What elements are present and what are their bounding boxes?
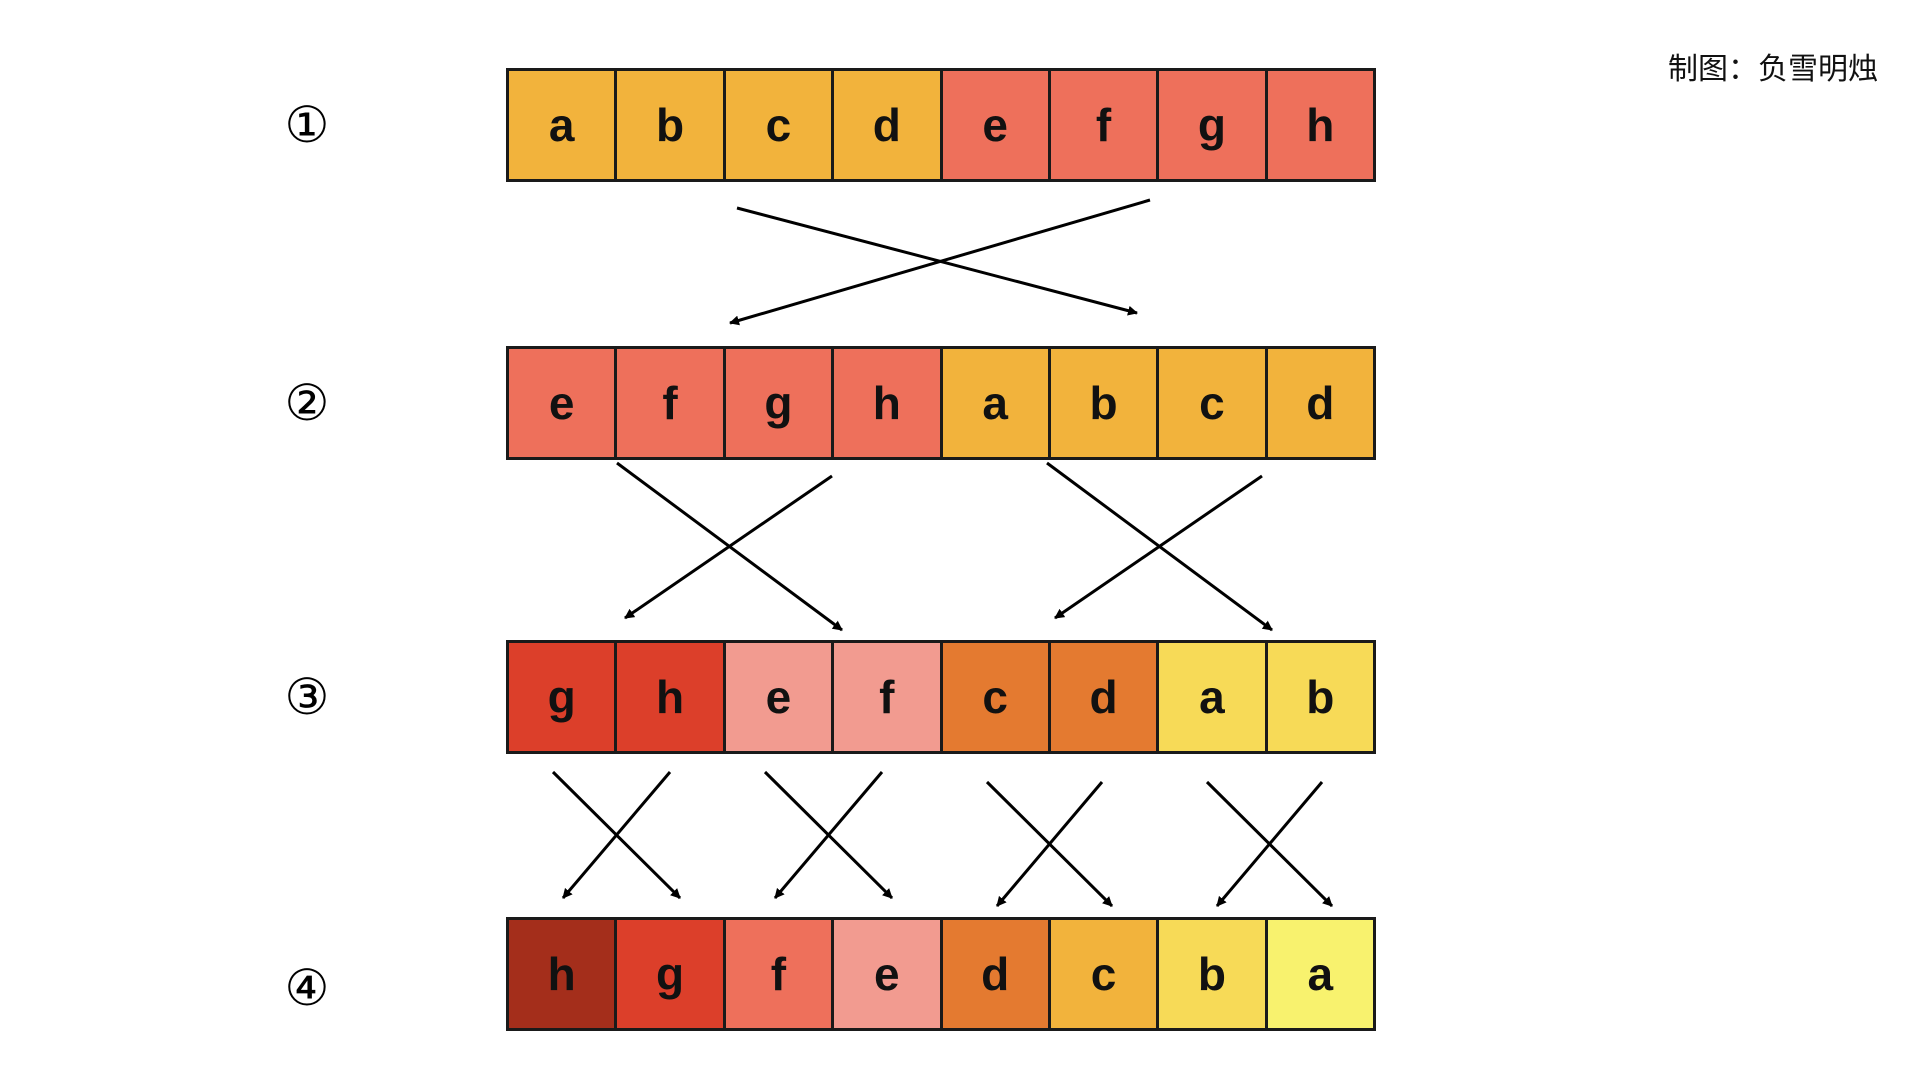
- cell-a: a: [1267, 920, 1373, 1028]
- cell-e: e: [834, 920, 943, 1028]
- cell-c: c: [725, 71, 835, 179]
- cell-f: f: [725, 920, 835, 1028]
- cell-h: h: [509, 920, 618, 1028]
- cell-c: c: [1159, 349, 1268, 457]
- step-label-4: ④: [284, 959, 330, 1017]
- swap-arrow: [773, 771, 884, 899]
- step-label-3: ③: [284, 668, 330, 726]
- cell-h: h: [1267, 71, 1373, 179]
- cell-b: b: [1050, 349, 1160, 457]
- cell-f: f: [1050, 71, 1160, 179]
- cell-a: a: [942, 349, 1051, 457]
- cell-g: g: [1159, 71, 1268, 179]
- cell-d: d: [1050, 643, 1160, 751]
- cell-c: c: [942, 643, 1051, 751]
- cell-h: h: [617, 643, 726, 751]
- cell-e: e: [942, 71, 1051, 179]
- cell-h: h: [834, 349, 943, 457]
- cell-b: b: [1267, 643, 1373, 751]
- swap-arrow: [736, 206, 1138, 316]
- cell-e: e: [509, 349, 618, 457]
- swap-arrow: [995, 781, 1104, 907]
- cell-f: f: [834, 643, 943, 751]
- swap-arrow: [1054, 474, 1263, 620]
- step-label-2: ②: [284, 374, 330, 432]
- cell-e: e: [725, 643, 835, 751]
- cell-g: g: [725, 349, 835, 457]
- cell-a: a: [1159, 643, 1268, 751]
- cell-a: a: [509, 71, 618, 179]
- cell-d: d: [1267, 349, 1373, 457]
- cell-d: d: [834, 71, 943, 179]
- cell-g: g: [509, 643, 618, 751]
- swap-arrow: [729, 198, 1151, 326]
- swap-arrow: [561, 771, 672, 899]
- cell-b: b: [617, 71, 726, 179]
- cell-g: g: [617, 920, 726, 1028]
- swap-arrow: [1215, 781, 1324, 907]
- credit-text: 制图：负雪明烛: [1668, 52, 1878, 87]
- cell-d: d: [942, 920, 1051, 1028]
- cell-f: f: [617, 349, 726, 457]
- cell-b: b: [1159, 920, 1268, 1028]
- step-label-1: ①: [284, 96, 330, 154]
- cell-c: c: [1050, 920, 1160, 1028]
- swap-arrow: [624, 474, 833, 620]
